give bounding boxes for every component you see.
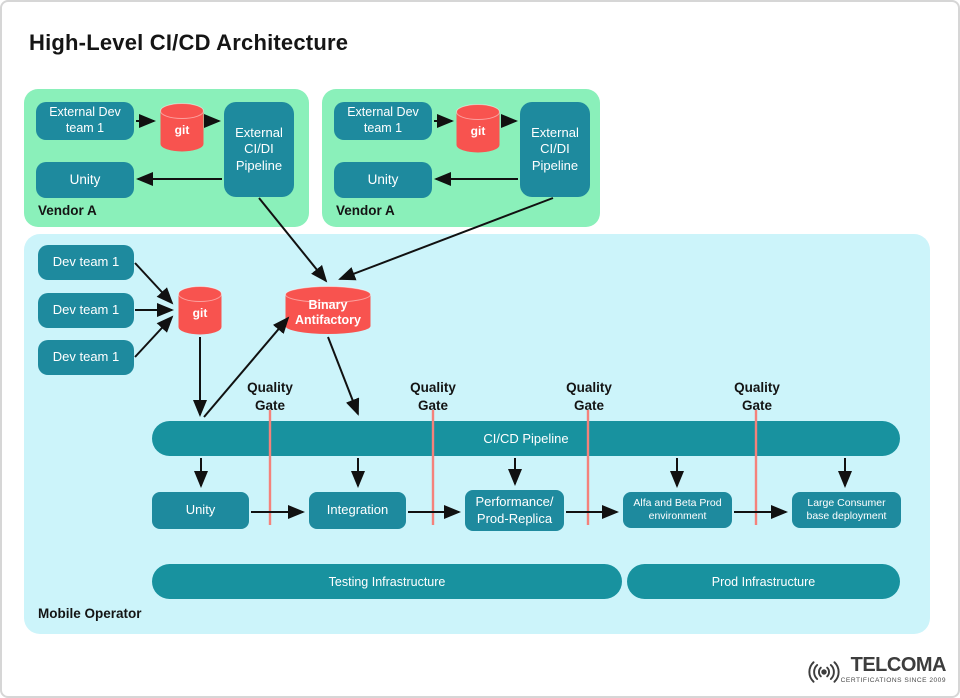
git-label: git bbox=[470, 123, 486, 138]
external-cicd-pipeline-box: External CI/DI Pipeline bbox=[520, 102, 590, 197]
vendor-a-box-2: External Dev team 1 git External CI/DI P… bbox=[322, 89, 600, 227]
binary-artifactory-label: Binary Antifactory bbox=[295, 298, 361, 327]
external-cicd-pipeline-box: External CI/DI Pipeline bbox=[224, 102, 294, 197]
unity-box: Unity bbox=[334, 162, 432, 198]
git-label: git bbox=[174, 122, 190, 137]
prod-infrastructure-bar: Prod Infrastructure bbox=[627, 564, 900, 599]
quality-gate-label: Quality Gate bbox=[734, 380, 780, 413]
dev-team-box: Dev team 1 bbox=[38, 293, 134, 328]
vendor-a-box-1: External Dev team 1 git External CI/DI P… bbox=[24, 89, 309, 227]
stage-large-consumer-box: Large Consumer base deployment bbox=[792, 492, 901, 528]
page-title: High-Level CI/CD Architecture bbox=[29, 30, 349, 55]
git-label: git bbox=[192, 305, 208, 320]
mobile-operator-label: Mobile Operator bbox=[38, 606, 142, 621]
dev-team-box: Dev team 1 bbox=[38, 340, 134, 375]
dev-team-box: Dev team 1 bbox=[38, 245, 134, 280]
quality-gate-label: Quality Gate bbox=[247, 380, 293, 413]
quality-gate-label: Quality Gate bbox=[566, 380, 612, 413]
stage-integration-box: Integration bbox=[309, 492, 406, 529]
stage-alfa-beta-prod-box: Alfa and Beta Prod environment bbox=[623, 492, 732, 528]
quality-gate-label: Quality Gate bbox=[410, 380, 456, 413]
git-cylinder: git bbox=[178, 286, 222, 335]
telcoma-logo: TELCOMA CERTIFICATIONS SINCE 2009 bbox=[807, 654, 947, 687]
vendor-label: Vendor A bbox=[38, 203, 97, 218]
unity-box: Unity bbox=[36, 162, 134, 198]
git-cylinder: git bbox=[456, 104, 500, 153]
mobile-operator-box: Dev team 1 Dev team 1 Dev team 1 git Bin… bbox=[24, 234, 930, 634]
brand-tagline: CERTIFICATIONS SINCE 2009 bbox=[840, 677, 946, 684]
vendor-label: Vendor A bbox=[336, 203, 395, 218]
stage-unity-box: Unity bbox=[152, 492, 249, 529]
radio-waves-icon bbox=[808, 661, 840, 683]
git-cylinder: git bbox=[160, 103, 204, 152]
binary-artifactory-cylinder: Binary Antifactory bbox=[285, 286, 371, 335]
external-dev-team-box: External Dev team 1 bbox=[36, 102, 134, 140]
external-dev-team-box: External Dev team 1 bbox=[334, 102, 432, 140]
testing-infrastructure-bar: Testing Infrastructure bbox=[152, 564, 622, 599]
cicd-pipeline-bar: CI/CD Pipeline bbox=[152, 421, 900, 456]
brand-name: TELCOMA bbox=[850, 654, 947, 676]
stage-performance-box: Performance/ Prod-Replica bbox=[465, 490, 564, 531]
